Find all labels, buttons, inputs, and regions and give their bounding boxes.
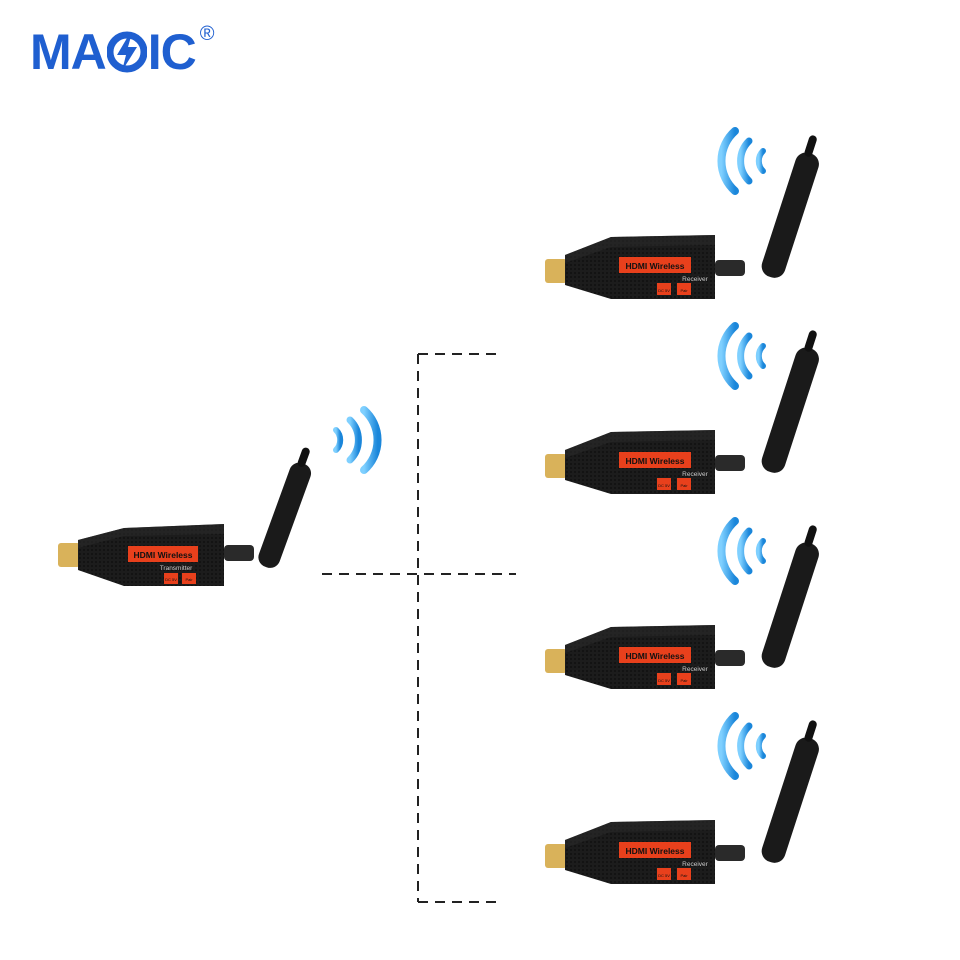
transmitter-device: HDMI Wireless Transmitter DC 5V Pair [58, 406, 382, 586]
receiver-group: HDMI Wireless Receiver DC 5V Pair HDMI W… [545, 127, 819, 884]
antenna-icon [715, 330, 819, 473]
transmitter-port-dc: DC 5V [165, 577, 177, 582]
transmitter-role: Transmitter [160, 565, 193, 572]
hdmi-connector-icon [545, 649, 567, 673]
connection-lines [322, 353, 516, 903]
antenna-icon [715, 135, 819, 278]
wifi-signal-icon [717, 322, 766, 390]
registered-mark: ® [199, 23, 215, 45]
wifi-signal-icon [717, 127, 766, 195]
receiver-port-dc: DC 5V [658, 288, 670, 293]
hdmi-connector-icon [545, 454, 567, 478]
brand-name-part2: IC [147, 24, 197, 80]
antenna-icon [715, 525, 819, 668]
hdmi-connector-icon [58, 543, 80, 567]
hdmi-connector-icon [545, 844, 567, 868]
receiver-label: HDMI Wireless [626, 456, 685, 466]
receiver-port-pair: Pair [680, 873, 688, 878]
receiver-label: HDMI Wireless [626, 651, 685, 661]
receiver-port-pair: Pair [680, 288, 688, 293]
hdmi-connector-icon [545, 259, 567, 283]
wifi-signal-icon [333, 406, 382, 474]
receiver-device: HDMI Wireless Receiver DC 5V Pair [545, 712, 819, 884]
receiver-port-pair: Pair [680, 678, 688, 683]
wifi-signal-icon [717, 712, 766, 780]
receiver-role: Receiver [682, 861, 708, 868]
receiver-port-dc: DC 5V [658, 483, 670, 488]
lightning-bolt-icon [106, 31, 147, 73]
antenna-icon [224, 447, 312, 568]
receiver-device: HDMI Wireless Receiver DC 5V Pair [545, 127, 819, 299]
receiver-role: Receiver [682, 471, 708, 478]
receiver-port-dc: DC 5V [658, 873, 670, 878]
receiver-label: HDMI Wireless [626, 846, 685, 856]
receiver-port-pair: Pair [680, 483, 688, 488]
transmitter-label: HDMI Wireless [134, 550, 193, 560]
brand-logo: MA IC ® [30, 22, 215, 82]
receiver-device: HDMI Wireless Receiver DC 5V Pair [545, 517, 819, 689]
wifi-signal-icon [717, 517, 766, 585]
receiver-device: HDMI Wireless Receiver DC 5V Pair [545, 322, 819, 494]
antenna-icon [715, 720, 819, 863]
transmitter-port-pair: Pair [185, 577, 193, 582]
receiver-role: Receiver [682, 276, 708, 283]
brand-name-part1: MA [30, 24, 107, 80]
receiver-role: Receiver [682, 666, 708, 673]
receiver-label: HDMI Wireless [626, 261, 685, 271]
receiver-port-dc: DC 5V [658, 678, 670, 683]
